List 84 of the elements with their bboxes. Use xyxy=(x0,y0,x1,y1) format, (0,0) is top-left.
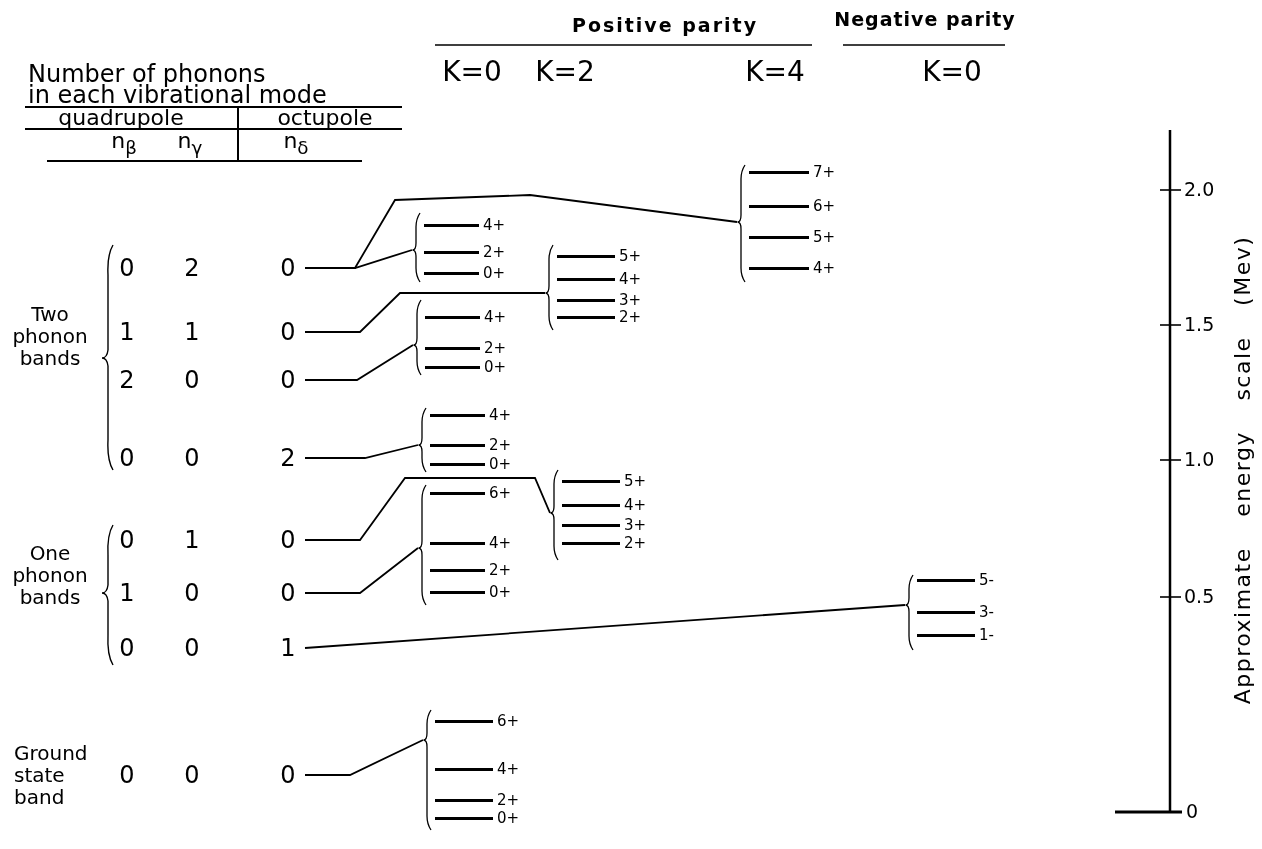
spin-parity-label: 4+ xyxy=(624,497,647,513)
phonon-number: 1 xyxy=(184,317,200,347)
column-heading: K=0 xyxy=(442,57,502,87)
phonon-number: 2 xyxy=(119,365,135,395)
spin-parity-label: 3- xyxy=(979,604,994,620)
column-heading: n$_{δ}$ xyxy=(283,129,309,157)
spin-parity-label: 4+ xyxy=(489,535,512,551)
spin-parity-label: 3+ xyxy=(619,292,642,308)
heading: Negative parity xyxy=(834,10,1016,30)
phonon-number: 0 xyxy=(280,525,296,555)
spin-parity-label: 6+ xyxy=(489,485,512,501)
spin-parity-label: 3+ xyxy=(624,517,647,533)
phonon-number: 0 xyxy=(119,443,135,473)
spin-parity-label: 2+ xyxy=(619,309,642,325)
connector-line xyxy=(304,344,414,381)
connector-line xyxy=(304,604,906,649)
tick-label: 0 xyxy=(1186,802,1199,822)
connector-line xyxy=(304,739,424,776)
phonon-number: 1 xyxy=(119,317,135,347)
phonon-number: 1 xyxy=(119,578,135,608)
axis-title: Approximate energy scale (Mev) xyxy=(1231,235,1255,705)
spin-parity-label: 4+ xyxy=(497,761,520,777)
phonon-number: 0 xyxy=(184,365,200,395)
phonon-number: 1 xyxy=(184,525,200,555)
phonon-number: 0 xyxy=(280,253,296,283)
group-label: One phonon bands xyxy=(11,542,89,608)
connector-line xyxy=(304,194,738,269)
phonon-number: 0 xyxy=(184,760,200,790)
spin-parity-label: 1- xyxy=(979,627,994,643)
phonon-number: 0 xyxy=(119,633,135,663)
connector-line xyxy=(304,547,419,594)
tick-label: 0.5 xyxy=(1184,587,1215,607)
spin-parity-label: 2+ xyxy=(624,535,647,551)
spin-parity-label: 4+ xyxy=(483,217,506,233)
column-heading: n$_{β}$ xyxy=(111,129,137,157)
spin-parity-label: 5+ xyxy=(624,473,647,489)
phonon-number: 0 xyxy=(280,317,296,347)
spin-parity-label: 6+ xyxy=(497,713,520,729)
column-heading: K=0 xyxy=(922,57,982,87)
spin-parity-label: 5+ xyxy=(813,229,836,245)
spin-parity-label: 2+ xyxy=(483,244,506,260)
phonon-number: 0 xyxy=(119,253,135,283)
spin-parity-label: 2+ xyxy=(484,340,507,356)
spin-parity-label: 0+ xyxy=(484,359,507,375)
spin-parity-label: 0+ xyxy=(489,584,512,600)
group-label: Ground state band xyxy=(14,742,88,808)
spin-parity-label: 0+ xyxy=(483,265,506,281)
spin-parity-label: 6+ xyxy=(813,198,836,214)
spin-parity-label: 4+ xyxy=(813,260,836,276)
connector-line xyxy=(304,477,551,541)
group-label: Two phonon bands xyxy=(11,303,89,369)
spin-parity-label: 0+ xyxy=(489,456,512,472)
connector-line xyxy=(304,444,419,459)
phonon-number: 2 xyxy=(280,443,296,473)
column-heading: K=2 xyxy=(535,57,595,87)
spin-parity-label: 2+ xyxy=(489,437,512,453)
phonon-number: 0 xyxy=(280,760,296,790)
column-heading: quadrupole xyxy=(58,106,184,130)
heading: Positive parity xyxy=(571,16,759,36)
column-heading: octupole xyxy=(277,106,373,130)
spin-parity-label: 5+ xyxy=(619,248,642,264)
tick-label: 2.0 xyxy=(1184,180,1215,200)
phonon-number: 0 xyxy=(280,578,296,608)
phonon-number: 0 xyxy=(184,633,200,663)
phonon-number: 0 xyxy=(119,525,135,555)
spin-parity-label: 2+ xyxy=(489,562,512,578)
spin-parity-label: 7+ xyxy=(813,164,836,180)
phonon-number: 0 xyxy=(280,365,296,395)
connector-line xyxy=(304,292,546,333)
column-heading: n$_{γ}$ xyxy=(177,129,203,157)
spin-parity-label: 5- xyxy=(979,572,994,588)
phonon-number: 2 xyxy=(184,253,200,283)
spin-parity-label: 4+ xyxy=(619,271,642,287)
spin-parity-label: 2+ xyxy=(497,792,520,808)
phonon-number: 0 xyxy=(184,578,200,608)
column-heading: K=4 xyxy=(745,57,805,87)
spin-parity-label: 4+ xyxy=(484,309,507,325)
phonon-number: 1 xyxy=(280,633,296,663)
tick-label: 1.0 xyxy=(1184,450,1215,470)
phonon-number: 0 xyxy=(184,443,200,473)
spin-parity-label: 4+ xyxy=(489,407,512,423)
spin-parity-label: 0+ xyxy=(497,810,520,826)
tick-label: 1.5 xyxy=(1184,315,1215,335)
phonon-number: 0 xyxy=(119,760,135,790)
